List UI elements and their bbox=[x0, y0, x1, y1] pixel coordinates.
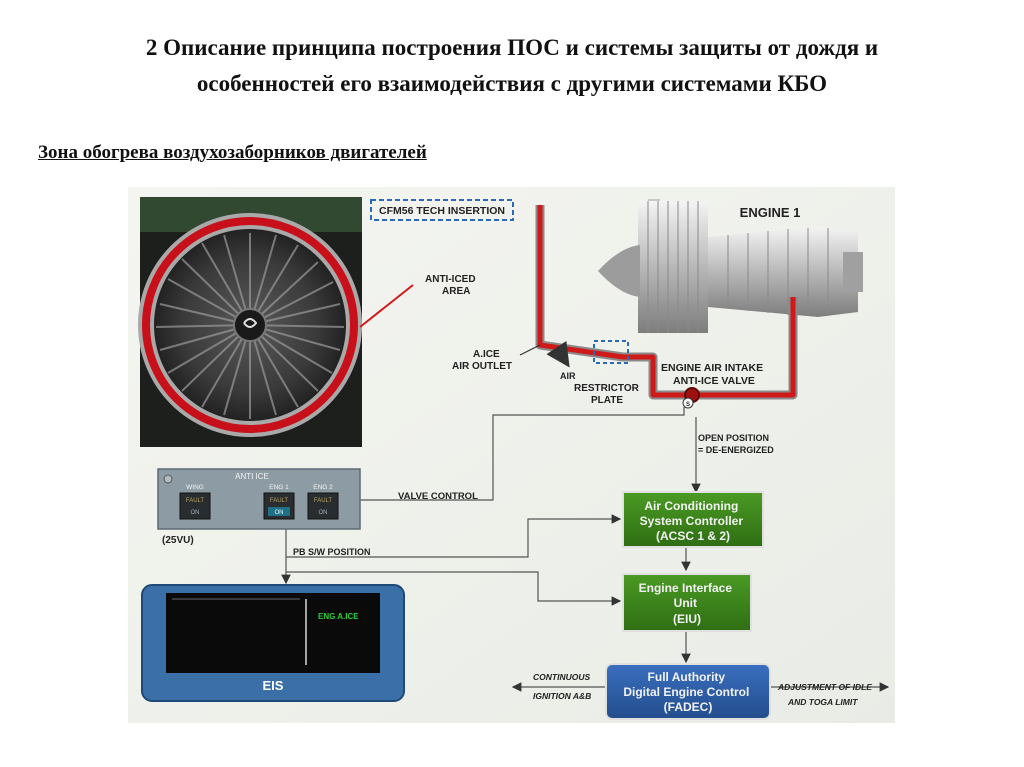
pb-sw-position-label: PB S/W POSITION bbox=[293, 547, 371, 557]
anti-ice-panel: ANTI ICE WING FAULT ON ENG 1 FAULT ON EN… bbox=[158, 469, 360, 529]
panel-ref-label: (25VU) bbox=[162, 535, 194, 546]
eis-eng-aice-message: ENG A.ICE bbox=[318, 612, 359, 621]
wing-on-light: ON bbox=[191, 510, 200, 516]
valve-control-label: VALVE CONTROL bbox=[398, 491, 478, 502]
eng1-button-name: ENG 1 bbox=[269, 484, 289, 491]
wing-button-name: WING bbox=[186, 484, 204, 491]
eis-display: ENG A.ICE EIS bbox=[142, 585, 404, 701]
eng2-on-light: ON bbox=[319, 510, 328, 516]
intake-valve-label: ENGINE AIR INTAKE ANTI-ICE VALVE bbox=[661, 362, 766, 387]
engine-nacelle-photo bbox=[138, 197, 362, 447]
engine-label: ENGINE 1 bbox=[740, 205, 801, 220]
slide-title: 2 Описание принципа построения ПОС и сис… bbox=[40, 30, 984, 102]
spinner-icon bbox=[234, 309, 266, 341]
eis-label: EIS bbox=[263, 678, 284, 693]
eng2-button-name: ENG 2 bbox=[313, 484, 333, 491]
slide-subtitle: Зона обогрева воздухозаборников двигател… bbox=[38, 142, 427, 164]
diagram-svg: CFM56 TECH INSERTION ENGINE 1 S ANTI-ICE… bbox=[128, 187, 895, 723]
eng2-fault-light: FAULT bbox=[314, 498, 333, 504]
air-label: AIR bbox=[560, 371, 576, 381]
anti-ice-diagram-photo: CFM56 TECH INSERTION ENGINE 1 S ANTI-ICE… bbox=[128, 187, 895, 723]
eng1-fault-light: FAULT bbox=[270, 498, 289, 504]
title-line-1: 2 Описание принципа построения ПОС и сис… bbox=[40, 30, 984, 66]
panel-header: ANTI ICE bbox=[235, 472, 269, 481]
valve-solenoid-symbol: S bbox=[686, 402, 690, 408]
cfm56-tag: CFM56 TECH INSERTION bbox=[379, 205, 505, 217]
eng1-on-light: ON bbox=[275, 510, 284, 516]
wing-fault-light: FAULT bbox=[186, 498, 205, 504]
title-line-2: особенностей его взаимодействия с другим… bbox=[40, 66, 984, 102]
